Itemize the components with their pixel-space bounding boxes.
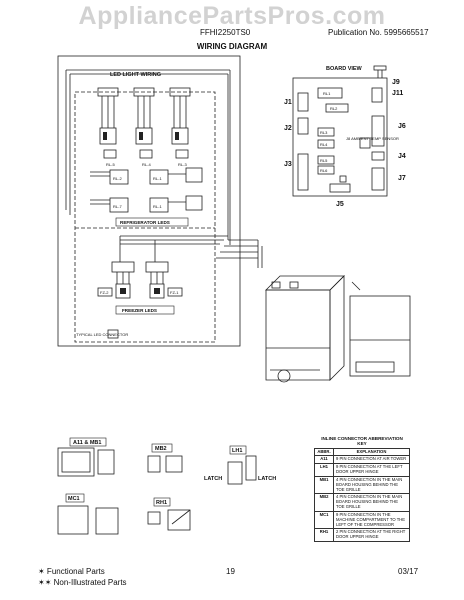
key-col-expl: EXPLANATION [333,447,410,457]
page-title: WIRING DIAGRAM [196,42,268,51]
module-rl4: RL-4 [142,162,151,167]
explanation-cell: 9 PIN CONNECTION IN THE MACHINE COMPARTM… [333,510,410,530]
led-inner-frame [74,91,216,343]
freezer-leds-label: FREEZER LEDS [122,308,157,313]
refrigerator-cabinet-drawing [265,275,411,383]
model-number: FFHI2250TS0 [200,28,251,37]
relay-rl3: RL3 [320,130,328,135]
abbr-cell: A11 [314,455,334,465]
page-date: 03/17 [398,567,419,576]
j1-label: J1 [284,99,292,106]
mc1-label: MC1 [68,496,80,502]
abbr-cell: MC1 [314,510,334,530]
explanation-cell: 9 PIN CONNECTION AT AIR TOWER [333,455,410,465]
module-rl2: RL-2 [113,176,122,181]
key-col-abbr: ABBR. [314,447,334,457]
led-wiring-frame [57,55,241,347]
top-led-connectors [97,87,191,159]
explanation-cell: 4 PIN CONNECTION IN THE MAIN BOARD HOUSI… [333,493,410,512]
module-fz1: FZ-1 [170,290,179,295]
lh1-label: LH1 [232,448,242,454]
latch-left-label: LATCH [204,476,222,482]
module-rl7: RL-7 [113,204,122,209]
explanation-cell: 9 PIN CONNECTION AT THE LEFT DOOR UPPER … [333,463,410,477]
freezer-led-section [97,235,263,339]
explanation-cell: 4 PIN CONNECTION IN THE MAIN BOARD HOUSI… [333,475,410,495]
j2-label: J2 [284,125,292,132]
board-view-label: BOARD VIEW [326,66,363,72]
bottom-connector-drawings [57,447,257,535]
module-rl1: RL-1 [153,176,162,181]
module-rl1b: RL-1 [153,204,162,209]
relay-rl4: RL4 [320,142,328,147]
relay-rl5: RL5 [320,158,328,163]
latch-right-label: LATCH [258,476,276,482]
led-light-wiring-label: LED LIGHT WIRING [110,72,161,78]
page-number: 19 [226,567,235,576]
functional-parts-note: ✶ Functional Parts [38,567,105,576]
relay-rl1: RL1 [323,91,331,96]
abbr-cell: MB1 [314,475,334,495]
j5-label: J5 [336,201,344,208]
rh1-label: RH1 [156,500,167,506]
typical-led-connector-label: TYPICAL LED CONNECTOR [76,332,128,337]
j9-label: J9 [392,79,400,86]
watermark: AppliancePartsPros.com [78,2,386,30]
explanation-cell: 2 PIN CONNECTION AT THE RIGHT DOOR UPPER… [333,528,410,542]
mb2-label: MB2 [155,446,167,452]
module-fz2: FZ-2 [100,290,109,295]
abbr-cell: MB2 [314,493,334,512]
abbr-cell: LH1 [314,463,334,477]
module-rl3: RL-3 [178,162,187,167]
abbr-cell: RH1 [314,528,334,542]
a11-mb1-label: A11 & MB1 [73,440,101,446]
ambient-sensor-label: J8 AMBIENT TEMP SENSOR [346,136,399,141]
relay-rl2: RL2 [330,106,338,111]
board-view [292,65,388,197]
j11-label: J11 [392,90,403,97]
abbreviation-key-table: INLINE CONNECTOR ABBREVIATION KEY ABBR. … [314,435,410,542]
j3-label: J3 [284,161,292,168]
mid-led-modules [90,167,203,213]
publication-number: Publication No. 5995665517 [328,28,429,37]
j7-label: J7 [398,175,406,182]
j6-label: J6 [398,123,406,130]
refrigerator-leds-label: REFRIGERATOR LEDS [120,220,170,225]
module-rl5: RL-5 [106,162,115,167]
key-table-title: INLINE CONNECTOR ABBREVIATION KEY [321,436,403,447]
non-illustrated-parts-note: ✶✶ Non-Illustrated Parts [38,578,127,587]
relay-rl6: RL6 [320,168,328,173]
j4-label: J4 [398,153,406,160]
